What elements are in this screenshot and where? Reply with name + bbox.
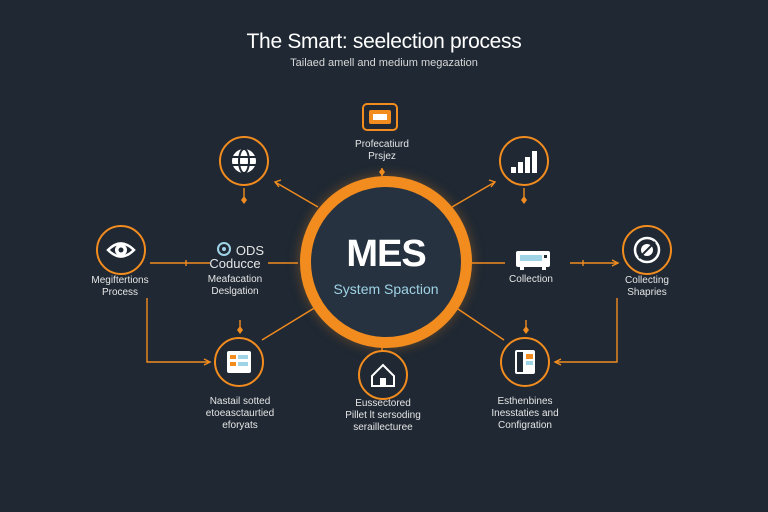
diamond-bottom-left bbox=[237, 326, 243, 334]
document-icon bbox=[362, 103, 398, 131]
arrow-top-left bbox=[273, 179, 282, 188]
label-inner-left: Meafacation Deslgation bbox=[207, 274, 263, 297]
diamond-top-left bbox=[241, 196, 247, 204]
label-left: Megiftertions Process bbox=[91, 275, 149, 298]
label-bottom-left: Nastail sotted etoeasctaurtied eforyats bbox=[205, 396, 275, 431]
bar-chart-icon bbox=[511, 151, 537, 173]
node-top[interactable] bbox=[360, 101, 400, 135]
arrow-right-loop bbox=[553, 358, 562, 366]
eye-icon bbox=[106, 242, 136, 258]
diamond-top bbox=[379, 168, 385, 176]
hub-subtitle: System Spaction bbox=[333, 281, 439, 297]
device-icon bbox=[514, 247, 552, 273]
connector-bottom-left bbox=[261, 306, 317, 341]
label-bottom: Eussectored Pillet lt sersoding seraille… bbox=[345, 398, 421, 433]
node-top-left[interactable] bbox=[219, 136, 269, 186]
label-inner-left-brand: ODS Coducce bbox=[209, 243, 265, 271]
diamond-bottom-right bbox=[523, 326, 529, 334]
page-subtitle: Tailaed amell and medium megazation bbox=[290, 57, 478, 69]
connector-right-loop bbox=[555, 298, 618, 363]
label-right: Collecting Shapries bbox=[625, 275, 669, 298]
mes-hub[interactable]: MES System Spaction bbox=[300, 176, 472, 348]
page-title: The Smart: seelection process bbox=[246, 30, 522, 53]
connector-top-left bbox=[274, 181, 319, 208]
node-left[interactable] bbox=[96, 225, 146, 275]
connector-left-loop bbox=[146, 298, 210, 363]
label-inner-right: Collection bbox=[509, 274, 553, 285]
house-icon bbox=[371, 363, 395, 387]
ods-logo-icon bbox=[216, 241, 236, 257]
globe-icon bbox=[232, 148, 256, 174]
arrow-right bbox=[611, 259, 620, 267]
checklist-icon bbox=[227, 351, 251, 373]
connector-top-right bbox=[451, 181, 496, 208]
connector-bottom-right bbox=[454, 306, 505, 341]
node-bottom[interactable] bbox=[358, 350, 408, 400]
arrow-left-loop bbox=[203, 358, 212, 366]
node-right[interactable] bbox=[622, 225, 672, 275]
node-bottom-left[interactable] bbox=[214, 337, 264, 387]
target-icon bbox=[633, 236, 661, 264]
hub-title: MES bbox=[346, 233, 426, 275]
binder-icon bbox=[515, 350, 535, 374]
arrow-top-right bbox=[488, 179, 497, 188]
label-top: Profecatiurd Prsjez bbox=[355, 139, 409, 162]
diamond-top-right bbox=[521, 196, 527, 204]
label-bottom-right: Esthenbines Inesstaties and Configration bbox=[491, 396, 559, 431]
node-top-right[interactable] bbox=[499, 136, 549, 186]
node-bottom-right[interactable] bbox=[500, 337, 550, 387]
